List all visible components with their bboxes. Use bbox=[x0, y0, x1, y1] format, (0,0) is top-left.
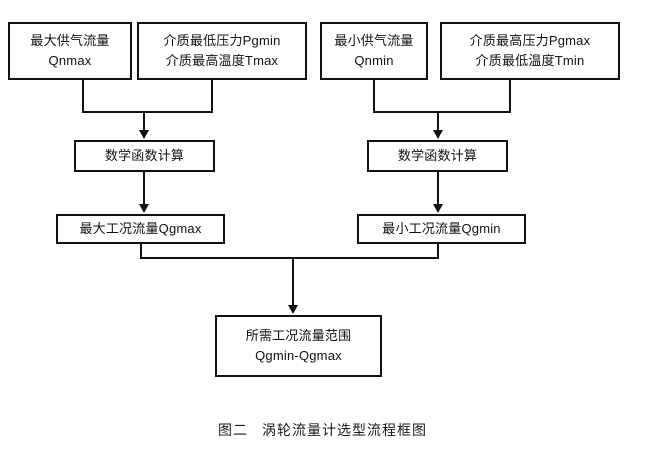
node-max-pressure-min-temp-line1: 介质最高压力Pgmax bbox=[469, 32, 591, 48]
connector-max-pressure-min-temp-down bbox=[509, 80, 511, 113]
connector-right-merge-to-calc bbox=[437, 111, 439, 132]
connector-left-merge-bar bbox=[82, 111, 213, 113]
arrowhead-right-merge-to-calc bbox=[433, 130, 443, 139]
node-min-supply-flow-line2: Qnmin bbox=[354, 53, 394, 68]
node-math-calc-left-label: 数学函数计算 bbox=[104, 148, 185, 164]
connector-max-supply-flow-down bbox=[82, 80, 84, 113]
arrowhead-calc-right-to-qgmin bbox=[433, 204, 443, 213]
connector-qgmin-down bbox=[437, 244, 439, 259]
node-min-supply-flow-line1: 最小供气流量 bbox=[334, 32, 414, 48]
figure-caption-label: 图二 bbox=[218, 422, 248, 438]
node-max-pressure-min-temp-line2: 介质最低温度Tmin bbox=[475, 53, 585, 68]
arrowhead-calc-left-to-qgmax bbox=[139, 204, 149, 213]
node-min-supply-flow: 最小供气流量 Qnmin bbox=[320, 22, 428, 80]
connector-calc-left-to-qgmax bbox=[143, 172, 145, 205]
node-max-supply-flow-line1: 最大供气流量 bbox=[30, 32, 110, 48]
node-min-pressure-max-temp-line2: 介质最高温度Tmax bbox=[165, 53, 279, 68]
connector-qgmax-down bbox=[140, 244, 142, 259]
node-result-range-line2: Qgmin-Qgmax bbox=[255, 348, 342, 363]
node-qgmax-label: 最大工况流量Qgmax bbox=[79, 221, 202, 237]
node-qgmin-label: 最小工况流量Qgmin bbox=[382, 221, 501, 237]
arrowhead-bottom-merge-to-result bbox=[288, 305, 298, 314]
node-result-range-line1: 所需工况流量范围 bbox=[245, 327, 352, 343]
connector-bottom-merge-bar bbox=[140, 257, 439, 259]
node-min-pressure-max-temp-line1: 介质最低压力Pgmin bbox=[163, 32, 281, 48]
node-max-supply-flow-line2: Qnmax bbox=[48, 53, 92, 68]
figure-caption-title: 涡轮流量计选型流程框图 bbox=[262, 422, 427, 438]
node-min-pressure-max-temp: 介质最低压力Pgmin 介质最高温度Tmax bbox=[137, 22, 307, 80]
node-qgmax: 最大工况流量Qgmax bbox=[56, 214, 225, 244]
node-math-calc-right-label: 数学函数计算 bbox=[397, 148, 478, 164]
node-math-calc-left: 数学函数计算 bbox=[74, 140, 215, 172]
node-qgmin: 最小工况流量Qgmin bbox=[357, 214, 526, 244]
connector-right-merge-bar bbox=[373, 111, 511, 113]
connector-left-merge-to-calc bbox=[143, 111, 145, 132]
node-result-range: 所需工况流量范围 Qgmin-Qgmax bbox=[215, 315, 382, 377]
connector-calc-right-to-qgmin bbox=[437, 172, 439, 205]
node-math-calc-right: 数学函数计算 bbox=[367, 140, 508, 172]
connector-min-pressure-max-temp-down bbox=[211, 80, 213, 113]
connector-min-supply-flow-down bbox=[373, 80, 375, 113]
arrowhead-left-merge-to-calc bbox=[139, 130, 149, 139]
connector-bottom-merge-to-result bbox=[292, 257, 294, 307]
figure-caption: 图二涡轮流量计选型流程框图 bbox=[0, 420, 645, 440]
node-max-pressure-min-temp: 介质最高压力Pgmax 介质最低温度Tmin bbox=[440, 22, 620, 80]
node-max-supply-flow: 最大供气流量 Qnmax bbox=[8, 22, 132, 80]
